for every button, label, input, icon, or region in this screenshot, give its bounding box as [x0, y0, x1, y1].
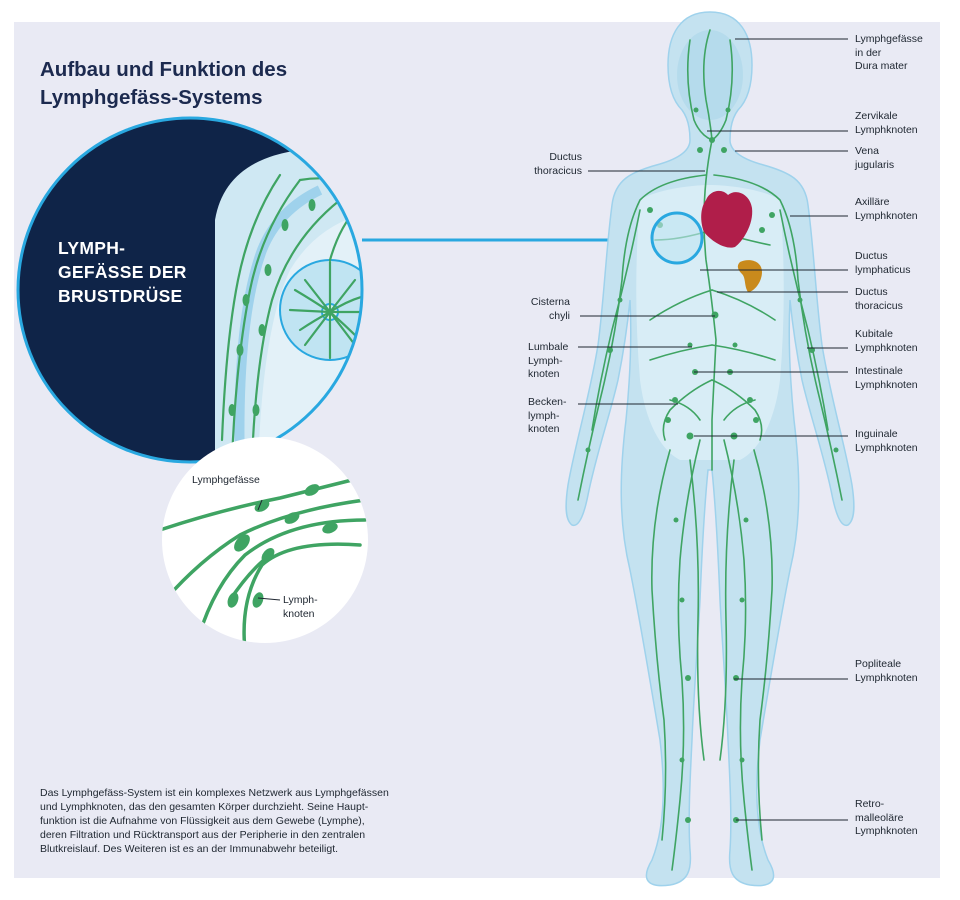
- label-line: Ductus: [855, 250, 888, 262]
- label-line: Lymph-: [528, 354, 563, 367]
- label-line: Dura mater: [855, 60, 908, 72]
- label-line: Lymphknoten: [855, 378, 918, 391]
- label-line: Inguinale: [855, 428, 898, 440]
- label-intestinal-nodes: Intestinale Lymphknoten: [855, 365, 918, 392]
- label-line: knoten: [528, 368, 560, 380]
- label-line: knoten: [528, 423, 560, 435]
- label-axillary-nodes: Axilläre Lymphknoten: [855, 196, 918, 223]
- detail-nodes-label: Lymph- knoten: [283, 593, 318, 621]
- breast-zoom-label: LYMPH- GEFÄSSE DER BRUSTDRÜSE: [58, 236, 208, 308]
- label-line: Lymphknoten: [855, 441, 918, 454]
- body-figure: [565, 11, 855, 887]
- zoom-label-line-1: LYMPH-: [58, 238, 126, 258]
- label-line: Cisterna: [530, 296, 570, 308]
- label-line: Vena: [855, 145, 879, 157]
- description-line: und Lymphknoten, das den gesamten Körper…: [40, 801, 369, 813]
- label-line: Ductus: [549, 151, 582, 163]
- detail-nodes-line-2: knoten: [283, 608, 315, 620]
- label-line: Popliteale: [855, 658, 902, 670]
- page-title: Aufbau und Funktion des Lymphgefäss-Syst…: [40, 56, 380, 112]
- title-line-2: Lymphgefäss-Systems: [40, 86, 263, 109]
- label-line: chyli: [548, 309, 570, 322]
- heart-illustration: [701, 190, 753, 248]
- spleen-illustration: [737, 260, 762, 292]
- label-retromalleolar-nodes: Retro- malleoläre Lymphknoten: [855, 798, 918, 839]
- label-jugular-vein: Vena jugularis: [855, 145, 894, 172]
- label-line: in der: [855, 46, 882, 59]
- title-line-1: Aufbau und Funktion des: [40, 58, 288, 81]
- label-cubital-nodes: Kubitale Lymphknoten: [855, 328, 918, 355]
- label-ductus-thoracicus-left: Ductus thoracicus: [534, 151, 582, 178]
- label-line: lymphaticus: [855, 263, 911, 276]
- detail-vessels-label: Lymphgefässe: [192, 474, 260, 486]
- description-line: deren Filtration und Rücktransport aus d…: [40, 829, 366, 841]
- description-line: Blutkreislauf. Des Weiteren ist es an de…: [40, 843, 339, 855]
- label-pelvic-nodes: Becken- lymph- knoten: [528, 396, 567, 437]
- label-inguinal-nodes: Inguinale Lymphknoten: [855, 428, 918, 455]
- label-line: Intestinale: [855, 365, 903, 377]
- description-line: funktion ist die Aufnahme von Flüssigkei…: [40, 815, 365, 827]
- zoom-label-line-3: BRUSTDRÜSE: [58, 286, 183, 306]
- zoom-label-line-2: GEFÄSSE DER: [58, 262, 187, 282]
- description-line: Das Lymphgefäss-System ist ein komplexes…: [40, 787, 389, 799]
- label-line: jugularis: [855, 158, 895, 171]
- label-line: Lymphgefässe: [855, 33, 923, 45]
- label-line: Lymphknoten: [855, 341, 918, 354]
- label-line: Lymphknoten: [855, 209, 918, 222]
- label-dura-mater-vessels: Lymphgefässe in der Dura mater: [855, 33, 923, 74]
- label-line: malleoläre: [855, 811, 904, 824]
- label-line: lymph-: [528, 409, 560, 422]
- label-cisterna-chyli: Cisterna chyli: [531, 296, 570, 323]
- label-line: Lymphknoten: [855, 123, 918, 136]
- label-line: Kubitale: [855, 328, 893, 340]
- detail-nodes-line-1: Lymph-: [283, 594, 318, 606]
- label-popliteal-nodes: Popliteale Lymphknoten: [855, 658, 918, 685]
- leader-lines: [578, 38, 848, 821]
- label-line: Lymphknoten: [855, 825, 918, 837]
- label-line: Retro-: [855, 798, 885, 810]
- label-line: thoracicus: [855, 299, 903, 312]
- label-line: thoracicus: [534, 164, 582, 177]
- label-lumbar-nodes: Lumbale Lymph- knoten: [528, 341, 568, 382]
- lymph-detail-circle: [162, 437, 368, 643]
- label-cervical-nodes: Zervikale Lymphknoten: [855, 110, 918, 137]
- label-line: Lumbale: [528, 341, 569, 353]
- label-line: Zervikale: [855, 110, 898, 122]
- label-line: Axilläre: [855, 196, 890, 208]
- label-line: Becken-: [528, 396, 567, 408]
- label-ductus-lymphaticus: Ductus lymphaticus: [855, 250, 910, 277]
- label-line: Ductus: [855, 286, 888, 298]
- label-ductus-thoracicus-right: Ductus thoracicus: [855, 286, 903, 313]
- description-text: Das Lymphgefäss-System ist ein komplexes…: [40, 786, 460, 856]
- label-line: Lymphknoten: [855, 671, 918, 684]
